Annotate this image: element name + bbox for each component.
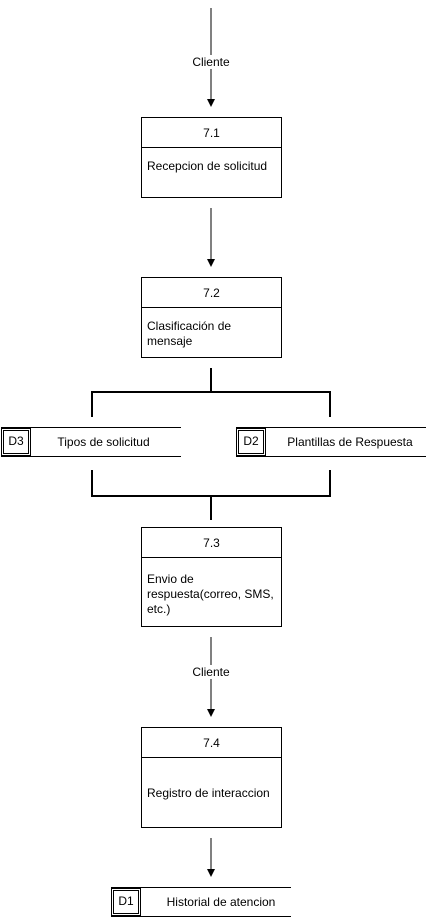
process-7-3[interactable]: 7.3 Envio de respuesta(correo, SMS, etc.…	[141, 527, 282, 627]
process-label: Recepcion de solicitud	[147, 159, 268, 173]
process-7-4[interactable]: 7.4 Registro de interaccion	[141, 727, 282, 828]
flow-label-input: Cliente	[181, 55, 241, 69]
connector-bottom-bracket	[91, 470, 331, 520]
store-label: Tipos de solicitud	[57, 435, 150, 449]
data-store-d1[interactable]: D1 Historial de atencion	[111, 887, 291, 917]
process-label: Registro de interaccion	[147, 786, 270, 800]
store-id: D3	[1, 428, 31, 456]
process-id: 7.3	[142, 528, 281, 558]
process-id: 7.4	[142, 728, 281, 758]
process-id: 7.1	[142, 118, 281, 148]
store-label: Plantillas de Respuesta	[287, 435, 413, 449]
flow-label-output: Cliente	[181, 665, 241, 679]
process-label: Clasificación de mensaje	[147, 319, 232, 348]
store-id: D1	[111, 888, 141, 916]
process-7-1[interactable]: 7.1 Recepcion de solicitud	[141, 117, 282, 198]
store-id: D2	[236, 428, 266, 456]
data-store-d3[interactable]: D3 Tipos de solicitud	[1, 427, 181, 457]
process-id: 7.2	[142, 278, 281, 308]
store-label: Historial de atencion	[166, 895, 276, 909]
process-label: Envio de respuesta(correo, SMS, etc.)	[147, 572, 274, 616]
data-store-d2[interactable]: D2 Plantillas de Respuesta	[236, 427, 426, 457]
process-7-2[interactable]: 7.2 Clasificación de mensaje	[141, 277, 282, 358]
connector-top-bracket	[91, 368, 331, 417]
